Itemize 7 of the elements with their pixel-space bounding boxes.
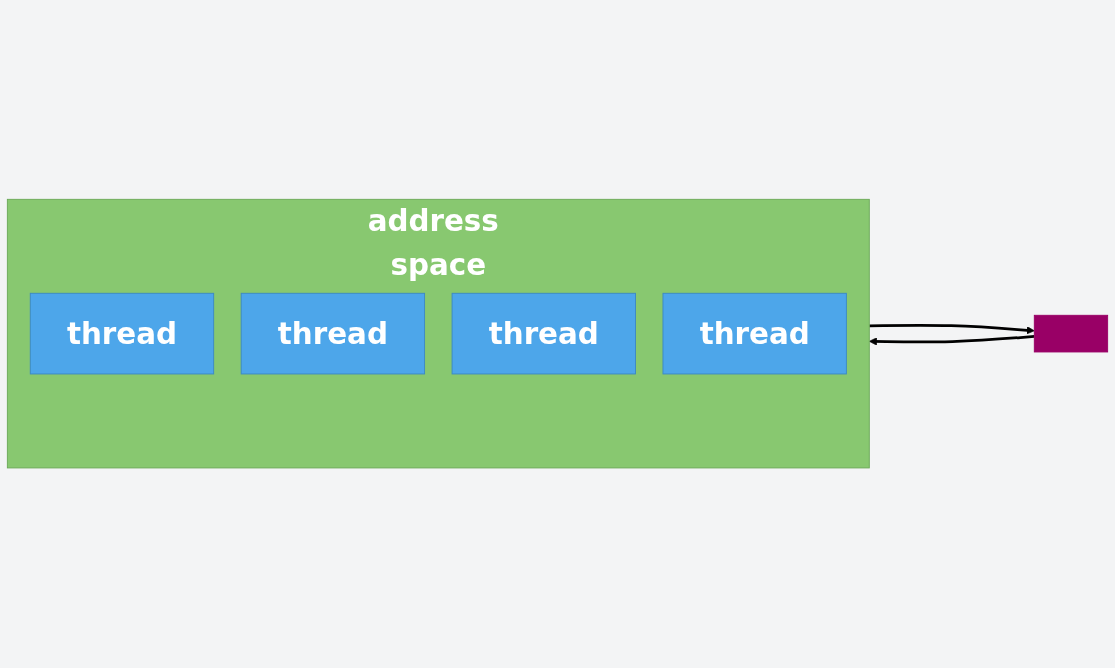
node-box: thread xyxy=(240,293,426,375)
node-box: thread xyxy=(662,293,847,375)
node-box: thread xyxy=(29,293,215,375)
node-box xyxy=(1033,315,1109,353)
arrow xyxy=(869,324,1035,335)
node-box: thread xyxy=(451,293,636,375)
arrow xyxy=(868,335,1035,346)
